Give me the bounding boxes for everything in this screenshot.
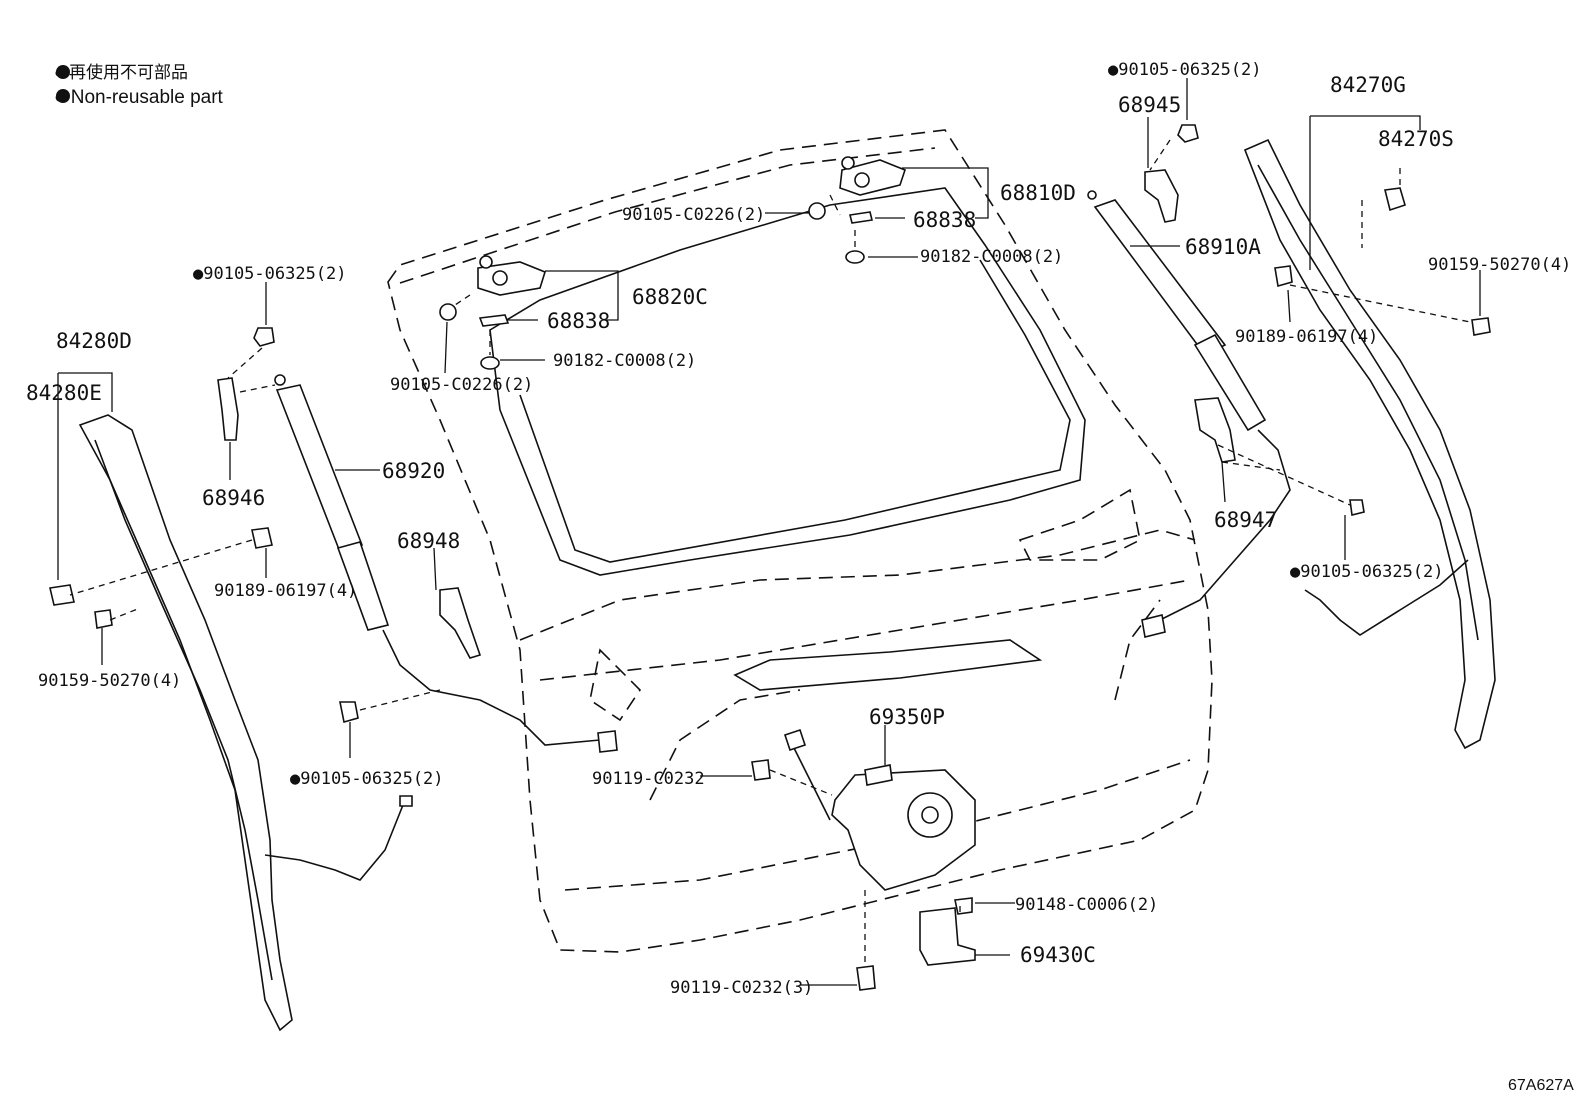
part-label: 69430C (1020, 943, 1096, 967)
part-label: 90119-C0232 (592, 769, 705, 789)
bolt-icon (751, 759, 771, 781)
hinge-upper-left-68820C (439, 255, 546, 370)
bolt-icon (253, 327, 275, 347)
part-label: 68810D (1000, 181, 1076, 205)
bolt-icon (856, 965, 876, 991)
screw-icon (1471, 317, 1491, 336)
part-label: 90182-C0008(2) (920, 247, 1063, 267)
part-label: 68838 (913, 208, 976, 232)
part-label: 68947 (1214, 508, 1277, 532)
part-label: 84280E (26, 381, 102, 405)
part-label: 68945 (1118, 93, 1181, 117)
bracket-68948-icon (439, 587, 482, 659)
screw-icon (954, 897, 973, 915)
part-label: 68948 (397, 529, 460, 553)
actuator-motor-69350P (751, 728, 976, 891)
figure-code: 67A627A (1508, 1077, 1574, 1094)
bolt-icon (1177, 124, 1199, 143)
legend-line-en: ● Non-reusable part (54, 87, 224, 108)
part-label: 68838 (547, 309, 610, 333)
legend-bullet-icon (56, 65, 70, 79)
part-label: 68910A (1185, 235, 1261, 259)
part-label: 90189-06197(4) (1235, 327, 1378, 347)
bolt-icon (339, 701, 359, 724)
bracket-68946-icon (217, 377, 239, 441)
part-label: 90119-C0232(3) (670, 978, 813, 998)
part-label: 84270S (1378, 127, 1454, 151)
part-label: 90182-C0008(2) (553, 351, 696, 371)
legend-line-jp: ● 再使用不可部品 (54, 62, 188, 82)
bolt-icon (1349, 499, 1365, 516)
side-strip-left-84280 (78, 414, 413, 1032)
clip-icon (1274, 265, 1293, 288)
clip-icon (1384, 187, 1406, 212)
part-label: 90105-C0226(2) (390, 375, 533, 395)
part-label: 90189-06197(4) (214, 581, 357, 601)
part-label: ●90105-06325(2) (1108, 60, 1262, 80)
screw-icon (94, 609, 113, 629)
striker-69430C-icon (919, 907, 976, 966)
part-label: ●90105-06325(2) (290, 769, 444, 789)
leader-lines (57, 78, 1481, 986)
legend-bullet-icon (56, 89, 70, 103)
part-label: 90159-50270(4) (1428, 255, 1571, 275)
part-label: 84270G (1330, 73, 1406, 97)
part-label: 69350P (869, 705, 945, 729)
part-label: ●90105-06325(2) (1290, 562, 1444, 582)
part-label: 90148-C0006(2) (1015, 895, 1158, 915)
bracket-68947-icon (1194, 397, 1236, 463)
clip-icon (251, 527, 273, 549)
part-label: 84280D (56, 329, 132, 353)
clip-icon (49, 584, 75, 606)
part-label: 90105-C0226(2) (622, 205, 765, 225)
gas-strut-right-68910A (1087, 190, 1291, 638)
part-label: 68920 (382, 459, 445, 483)
bracket-68945-icon (1144, 169, 1179, 223)
part-label: 68946 (202, 486, 265, 510)
hinge-upper-right-68810D (808, 156, 906, 264)
gas-strut-left-68920 (274, 374, 618, 753)
tailgate-outline (387, 129, 1213, 953)
side-strip-right-84270 (1243, 138, 1496, 750)
part-label: 90159-50270(4) (38, 671, 181, 691)
part-label: 68820C (632, 285, 708, 309)
part-label: ●90105-06325(2) (193, 264, 347, 284)
